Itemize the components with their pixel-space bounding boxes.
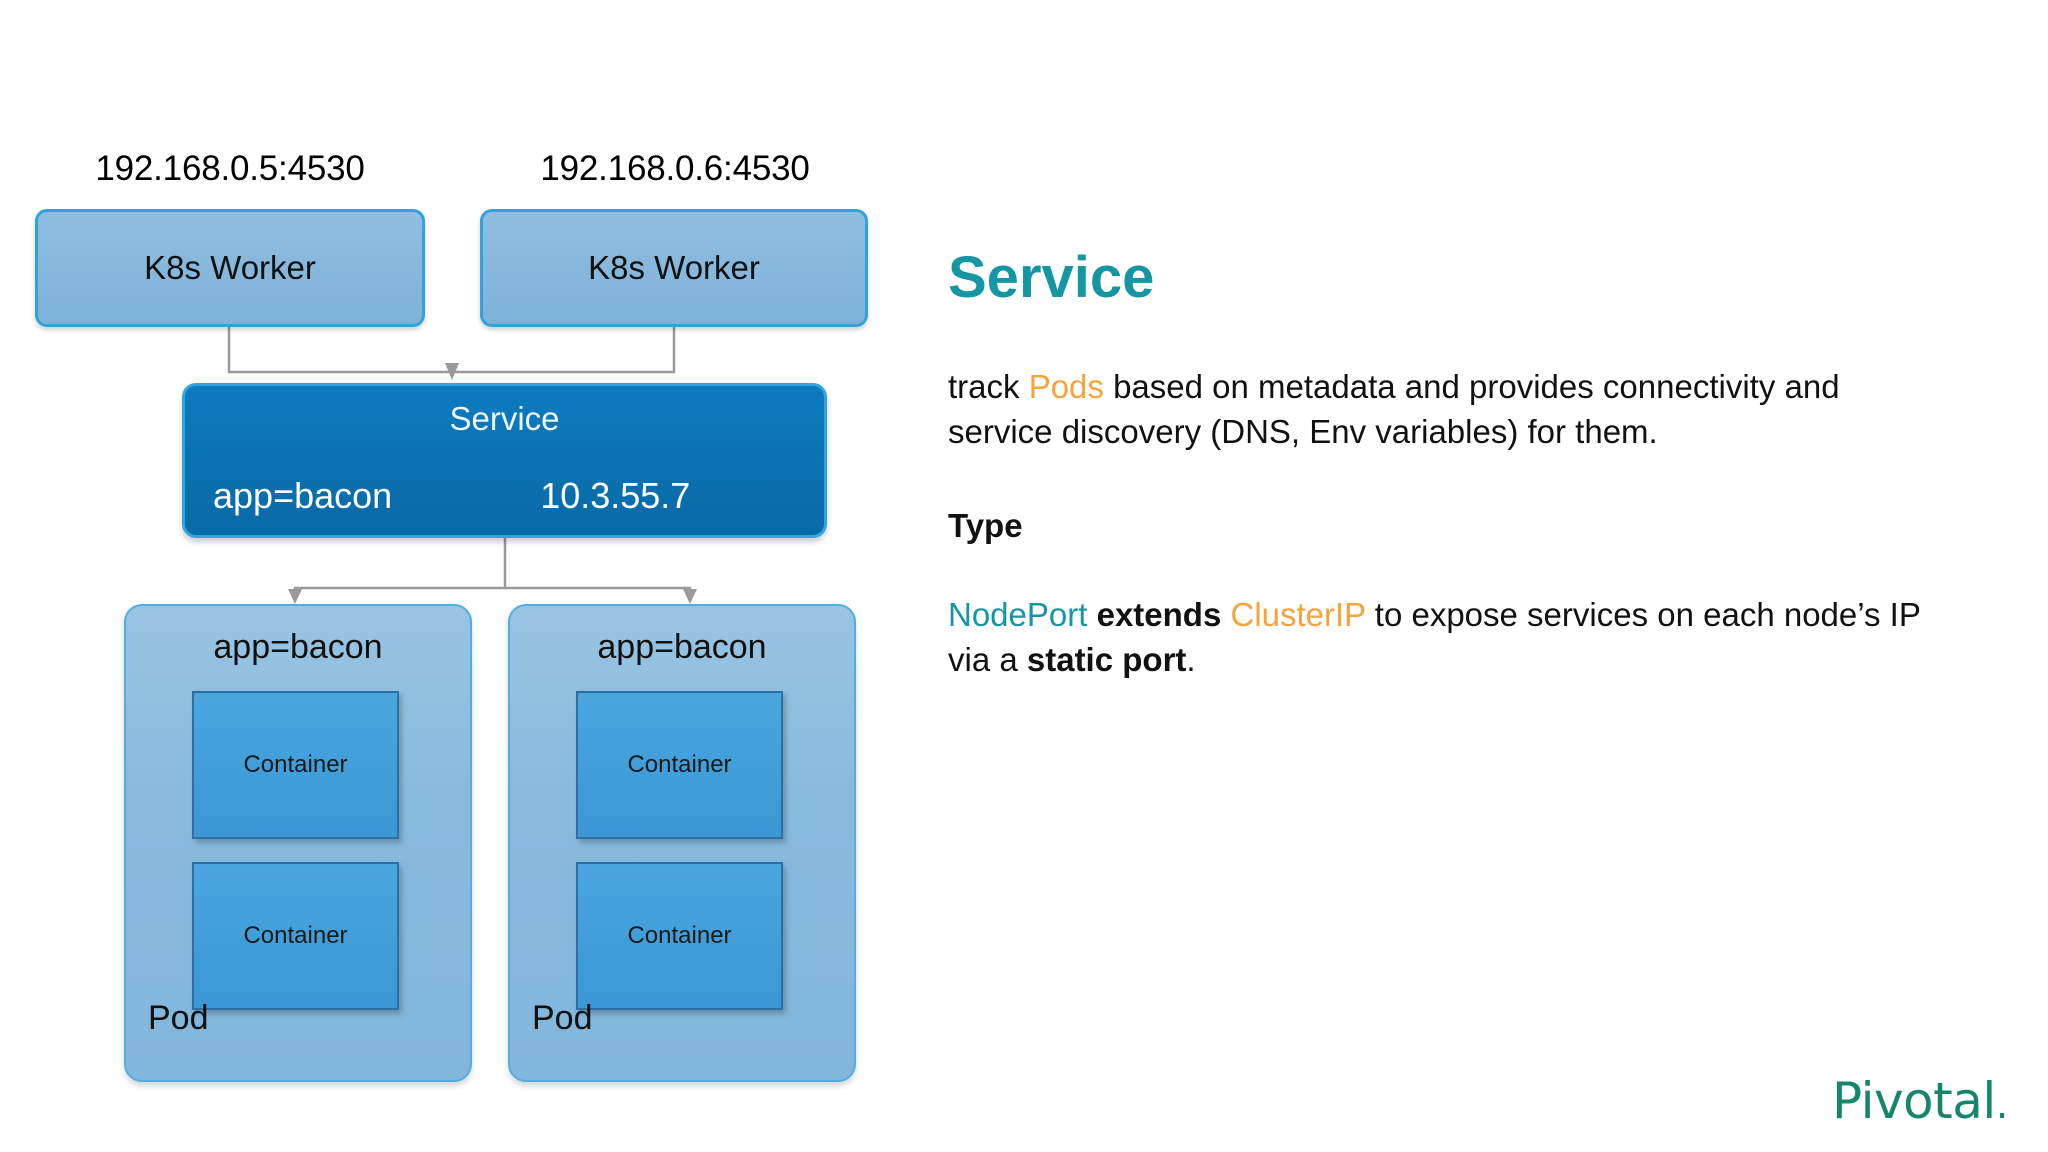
k8s-worker-label: K8s Worker	[588, 249, 760, 286]
container-label: Container	[627, 922, 732, 949]
panel-heading: Service	[948, 245, 1155, 310]
pivotal-logo-text: Pivotal	[1832, 1072, 1996, 1130]
service-cluster-ip-label: 10.3.55.7	[540, 475, 691, 516]
pod-node-1[interactable]: app=bacon Container Container Pod	[124, 604, 472, 1082]
worker-to-service-bus	[227, 327, 676, 374]
spacer	[948, 455, 1928, 507]
type-highlight-clusterip: ClusterIP	[1230, 595, 1366, 633]
container-label: Container	[627, 751, 732, 778]
container-box[interactable]: Container	[576, 862, 783, 1010]
pod-selector-label: app=bacon	[213, 628, 383, 666]
service-node-meta: app=bacon 10.3.55.7	[185, 475, 824, 517]
pod-name-label: Pod	[532, 999, 593, 1037]
type-bold-static-port: static port	[1026, 640, 1187, 678]
type-bold-extends: extends	[1096, 595, 1222, 633]
node-ip-label-2: 192.168.0.6:4530	[540, 149, 810, 188]
service-to-pod-left	[293, 538, 507, 600]
container-label: Container	[243, 922, 348, 949]
description-text-2: based on metadata and provides connectiv…	[948, 367, 1840, 450]
container-box[interactable]: Container	[192, 862, 399, 1010]
node-ip-label-1: 192.168.0.5:4530	[95, 149, 365, 188]
service-to-pod-right	[505, 586, 692, 600]
k8s-worker-node-1[interactable]: K8s Worker	[35, 209, 425, 327]
container-box[interactable]: Container	[192, 691, 399, 839]
pivotal-logo-dot: .	[1995, 1082, 2009, 1128]
service-node[interactable]: Service app=bacon 10.3.55.7	[182, 383, 827, 538]
type-text-1: to expose services on each node’s IP via…	[948, 595, 1921, 678]
arrowhead-to-service	[445, 363, 459, 380]
k8s-worker-label: K8s Worker	[144, 249, 316, 286]
service-type-description: NodePort extends ClusterIP to expose ser…	[948, 593, 1928, 683]
pod-name-label: Pod	[148, 999, 209, 1037]
spacer	[948, 545, 1928, 593]
kubernetes-service-diagram: 192.168.0.5:4530 192.168.0.6:4530 K8s Wo…	[0, 0, 920, 1152]
pod-node-2[interactable]: app=bacon Container Container Pod	[508, 604, 856, 1082]
pod-selector-label: app=bacon	[597, 628, 767, 666]
container-box[interactable]: Container	[576, 691, 783, 839]
k8s-worker-node-2[interactable]: K8s Worker	[480, 209, 868, 327]
service-selector-label: app=bacon	[213, 475, 393, 516]
arrowhead-to-pod-left	[288, 589, 302, 604]
service-node-title: Service	[449, 400, 560, 437]
type-sep-1	[1087, 596, 1096, 633]
container-label: Container	[243, 751, 348, 778]
arrowhead-to-pod-right	[683, 589, 697, 604]
content-panel: Service track Pods based on metadata and…	[948, 245, 1928, 683]
type-highlight-nodeport: NodePort	[948, 595, 1088, 633]
pivotal-logo: Pivotal.	[1832, 1072, 2008, 1130]
panel-subheading: Type	[948, 506, 1023, 544]
description-text-1: track	[948, 367, 1029, 405]
description-highlight-pods: Pods	[1028, 367, 1104, 405]
type-text-2: .	[1186, 640, 1196, 678]
service-description: track Pods based on metadata and provide…	[948, 365, 1928, 455]
